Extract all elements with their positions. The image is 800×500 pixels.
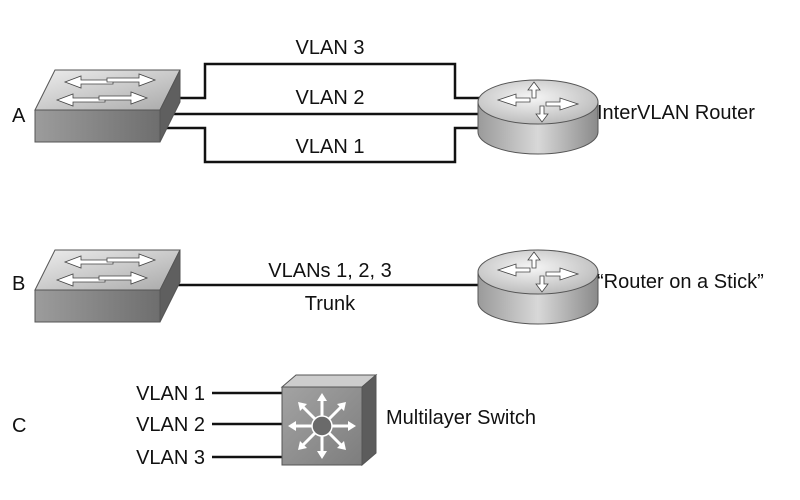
vlan-1-input-label: VLAN 1 <box>136 383 205 405</box>
panel-c-letter: C <box>12 415 26 437</box>
vlan-3-input-label: VLAN 3 <box>136 447 205 469</box>
panel-b-letter: B <box>12 273 25 295</box>
panel-c: C VLAN 1 VLAN 2 VLAN 3 Multilayer Switch <box>12 373 536 469</box>
intervlan-router-label: InterVLAN Router <box>597 102 755 124</box>
multilayer-switch-icon <box>280 373 378 467</box>
panel-a: A VLAN 3 VLAN 2 VLAN 1 InterVLAN Router <box>12 37 755 164</box>
router-on-a-stick-label: “Router on a Stick” <box>597 271 764 293</box>
trunk-vlans-label: VLANs 1, 2, 3 <box>268 260 391 282</box>
router-icon <box>477 249 599 325</box>
vlan-2-label: VLAN 2 <box>296 87 365 109</box>
trunk-label: Trunk <box>305 293 356 315</box>
workgroup-switch-icon <box>34 69 181 143</box>
panel-a-letter: A <box>12 105 26 127</box>
vlan-2-input-label: VLAN 2 <box>136 414 205 436</box>
panel-b: B VLANs 1, 2, 3 Trunk “Router on a Stick… <box>12 249 764 325</box>
multilayer-switch-label: Multilayer Switch <box>386 407 536 429</box>
vlan-1-label: VLAN 1 <box>296 136 365 158</box>
vlan-3-link <box>165 62 490 100</box>
router-icon <box>477 79 599 155</box>
vlan-1-link <box>165 126 490 164</box>
vlan-3-label: VLAN 3 <box>296 37 365 59</box>
workgroup-switch-icon <box>34 249 181 323</box>
